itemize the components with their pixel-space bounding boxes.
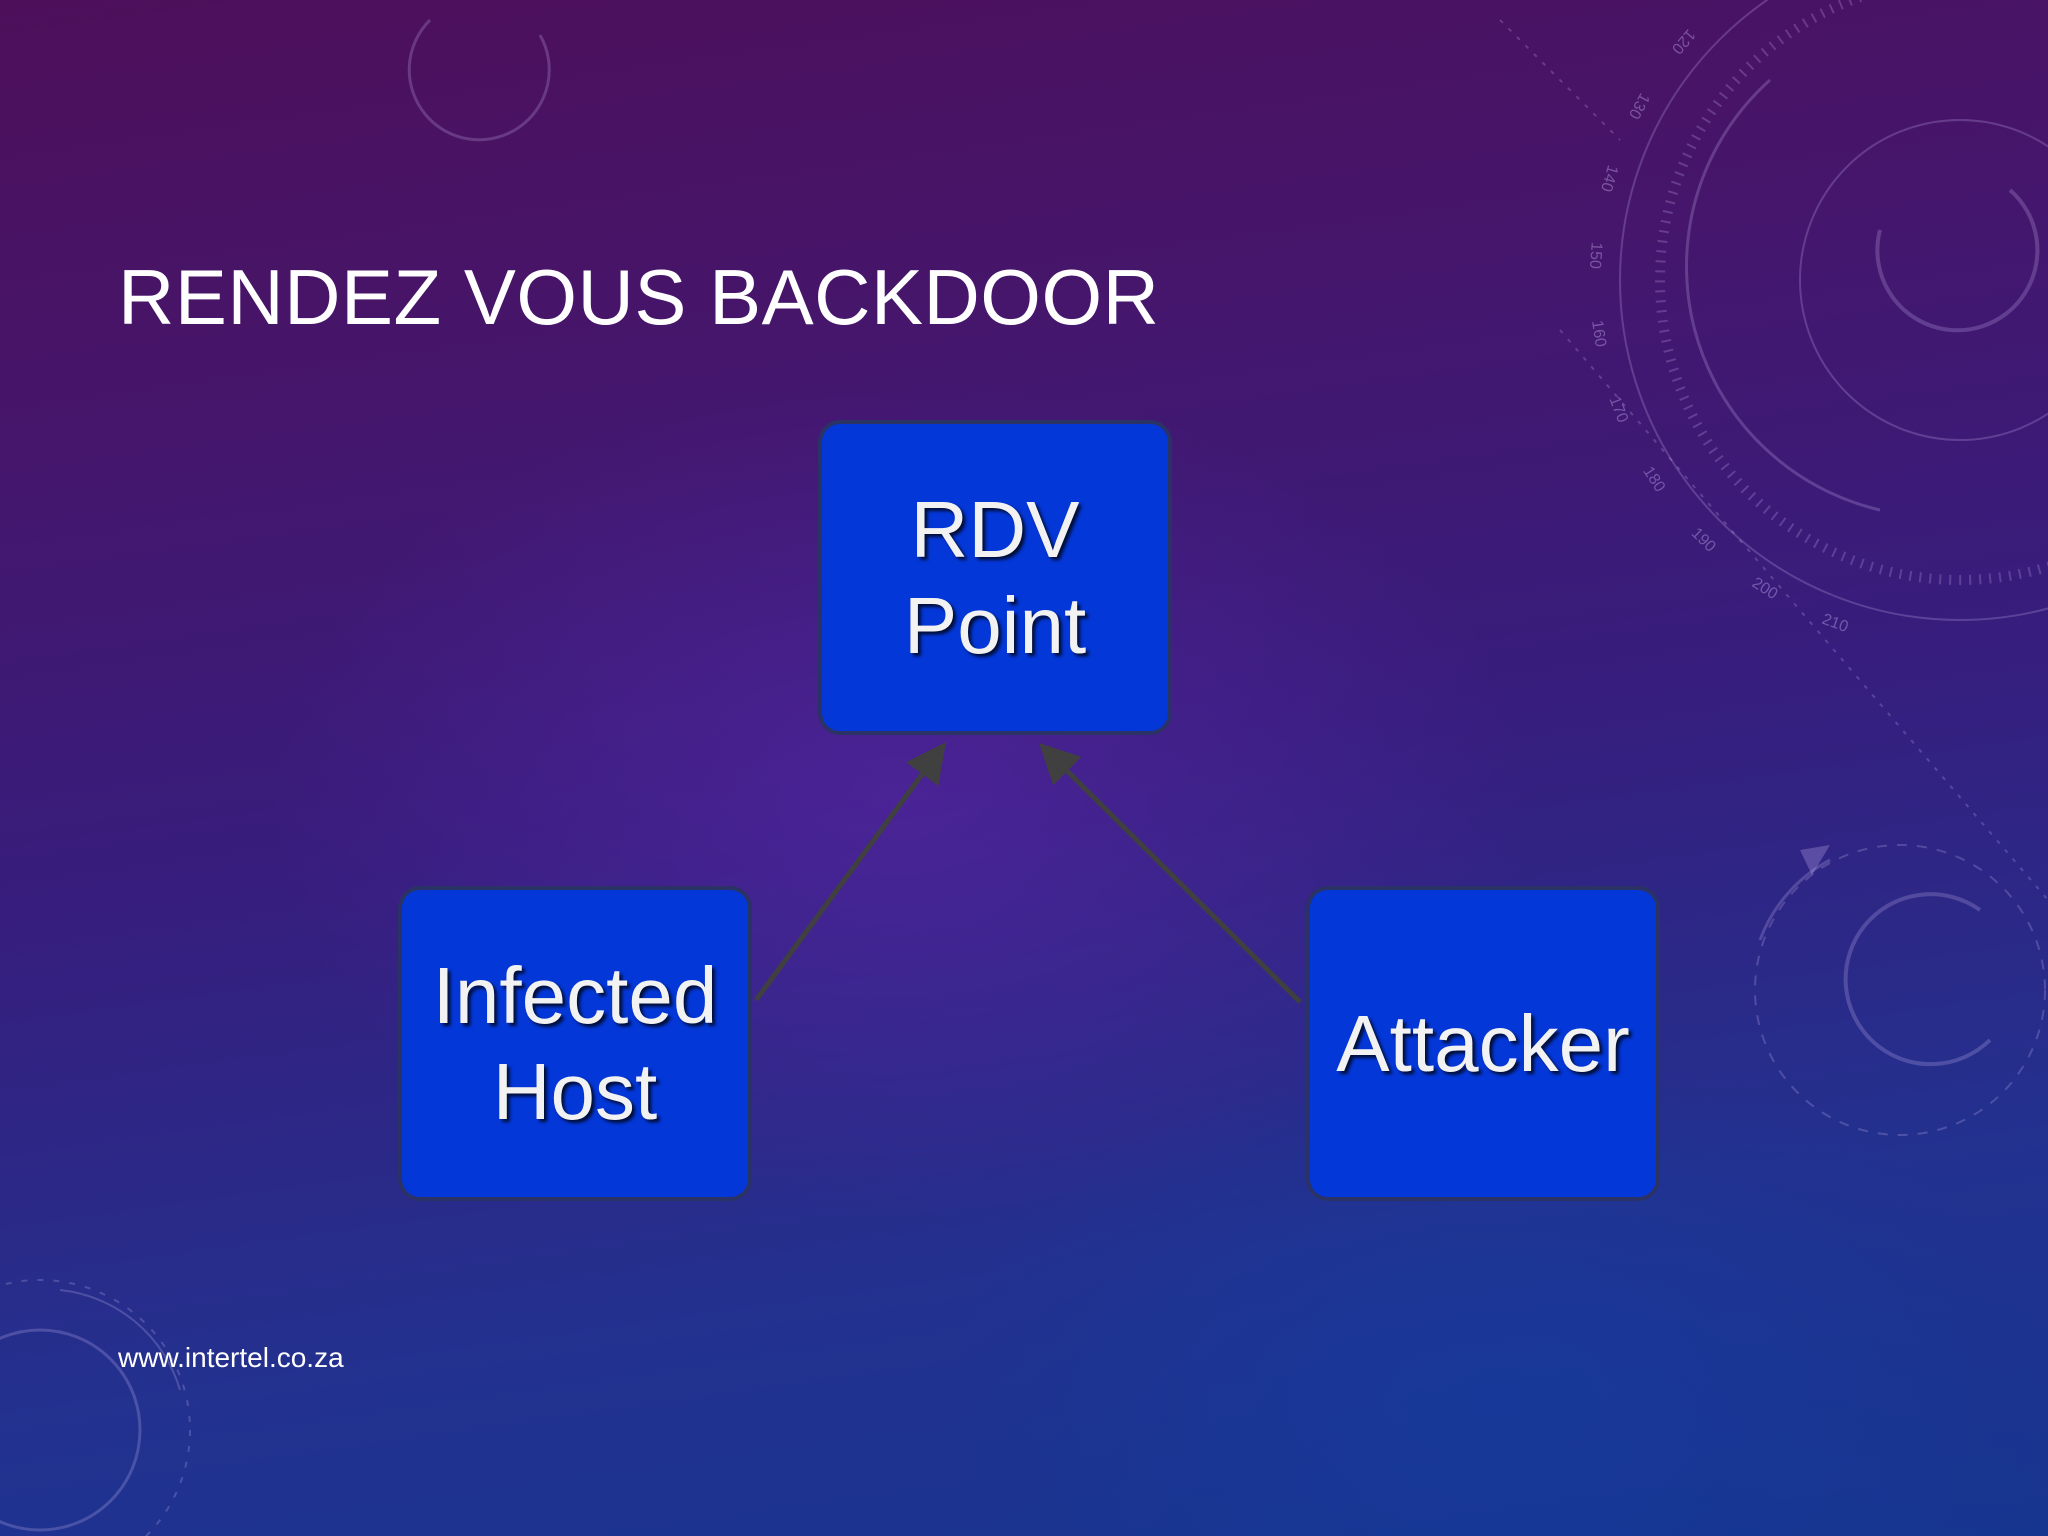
deco-arc [407, 18, 551, 142]
deco-arc [1685, 78, 1881, 512]
slide-title: RENDEZ VOUS BACKDOOR [118, 253, 1160, 341]
deco-line [1559, 329, 2048, 901]
deco-arc [1758, 858, 1831, 941]
node-label-line: Point [903, 580, 1087, 670]
node-infected-host: Infected Host [398, 886, 752, 1201]
deco-ring [0, 1279, 191, 1536]
deco-line [1499, 19, 1621, 141]
dial-tick-label: 140 [1597, 163, 1621, 193]
footer-url: www.intertel.co.za [118, 1342, 344, 1373]
node-attacker: Attacker [1306, 886, 1660, 1201]
node-rdv-point: RDV Point [818, 420, 1172, 735]
deco-ring [1619, 0, 2048, 621]
deco-ring [1655, 0, 2048, 585]
arrow-infected-to-rdv [753, 741, 946, 1002]
deco-ring [1754, 844, 2046, 1136]
dial-tick-label: 160 [1588, 319, 1609, 348]
deco-arc [1843, 892, 1992, 1067]
deco-ring [1799, 119, 2048, 441]
node-label-line: Host [492, 1046, 658, 1136]
deco-ring [0, 1328, 142, 1532]
deco-arrowhead [1800, 845, 1830, 875]
deco-arc [1875, 188, 2040, 333]
node-label-line: Attacker [1336, 998, 1630, 1088]
arrow-attacker-to-rdv [1038, 742, 1302, 1004]
deco-arc [59, 1289, 181, 1391]
dial-tick-label: 150 [1586, 242, 1605, 270]
node-label-line: RDV [910, 484, 1080, 574]
node-label-line: Infected [432, 950, 718, 1040]
